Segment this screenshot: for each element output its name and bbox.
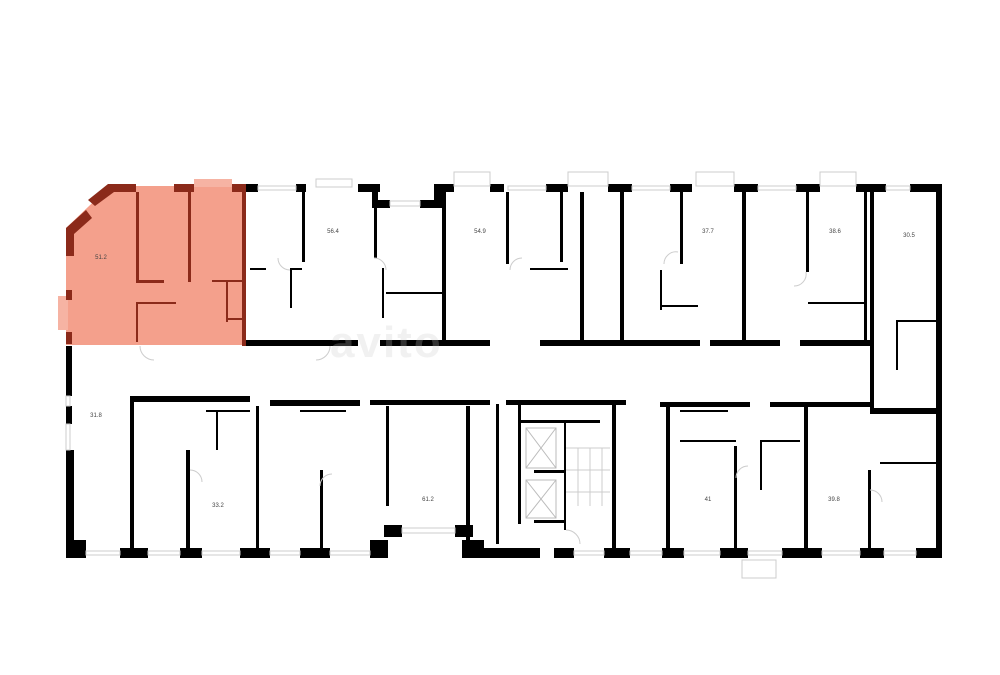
unit-38-6[interactable] (806, 184, 868, 340)
unit-area-label: 41 (704, 497, 712, 503)
unit-41[interactable] (666, 402, 804, 552)
windows (65, 171, 917, 579)
unit-area-label: 38.6 (829, 229, 841, 235)
unit-area-label: 33.2 (212, 503, 224, 509)
unit-61-2[interactable] (256, 402, 466, 552)
unit-area-label: 30.5 (903, 233, 915, 239)
unit-54-9[interactable] (372, 184, 580, 340)
unit-area-label: 51.2 (95, 255, 107, 261)
unit-area-label: 37.7 (702, 229, 714, 235)
unit-31-8[interactable] (66, 346, 130, 552)
unit-area-label: 39.8 (828, 497, 840, 503)
unit-area-label: 54.9 (474, 229, 486, 235)
selected-unit-highlight (58, 179, 246, 346)
unit-51-2[interactable] (66, 184, 246, 344)
interior-walls (130, 192, 936, 552)
door-swings (139, 251, 883, 545)
building-core (525, 427, 610, 519)
unit-37-7[interactable] (620, 184, 742, 340)
outer-walls (66, 184, 942, 558)
unit-area-label: 61.2 (422, 497, 434, 503)
unit-56-4[interactable] (246, 184, 372, 340)
unit-33-2[interactable] (130, 402, 256, 552)
unit-30-5[interactable] (870, 184, 940, 408)
unit-area-label: 31.8 (90, 413, 102, 419)
unit-area-label: 56.4 (327, 229, 339, 235)
watermark: avito (330, 318, 443, 367)
unit-39-8[interactable] (804, 402, 940, 552)
